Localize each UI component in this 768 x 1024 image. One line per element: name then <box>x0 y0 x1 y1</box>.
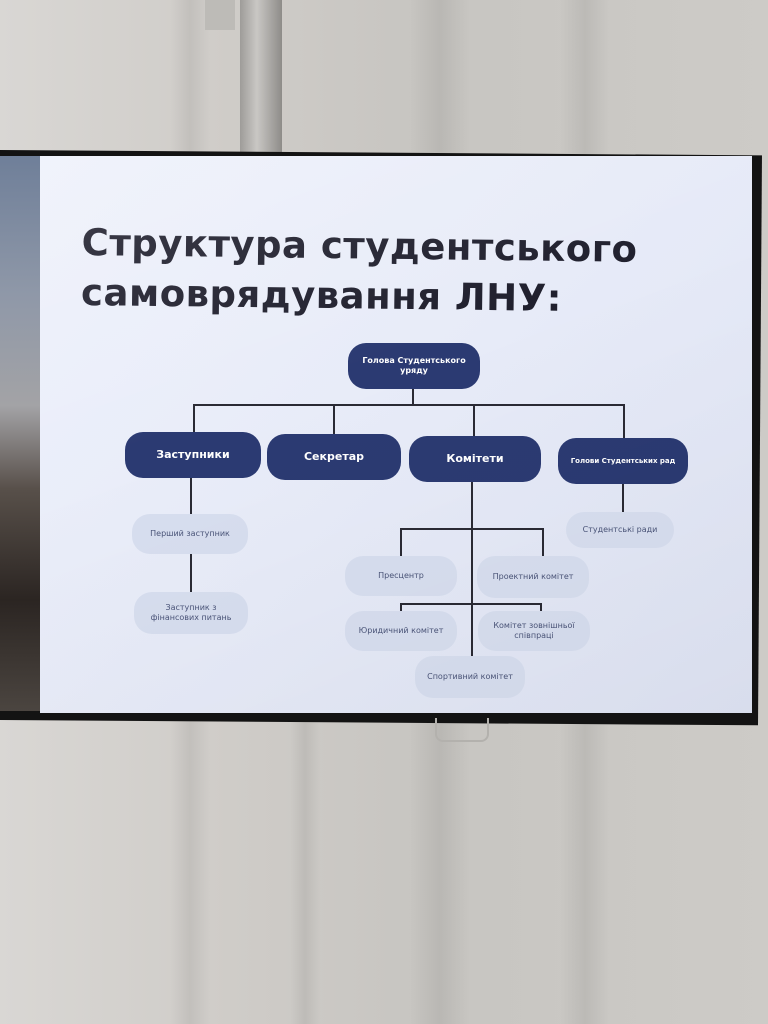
connector <box>623 404 625 438</box>
connector <box>473 404 475 436</box>
curtain-fold <box>290 720 320 1024</box>
connector <box>400 603 402 613</box>
tv-mount-pole <box>240 0 282 155</box>
reflected-room <box>0 156 42 711</box>
node-committees: Комітети <box>409 436 541 482</box>
node-legal-committee: Юридичний комітет <box>345 611 457 651</box>
connector <box>400 603 542 605</box>
node-press-center: Пресцентр <box>345 556 457 596</box>
connector <box>193 404 625 406</box>
connector <box>333 404 335 434</box>
node-council-heads: Голови Студентських рад <box>558 438 688 484</box>
connector <box>400 528 402 558</box>
node-deputies: Заступники <box>125 432 261 478</box>
node-secretary: Секретар <box>267 434 401 480</box>
title-line-1: Структура студентського <box>81 220 638 271</box>
connector <box>412 388 414 406</box>
connector <box>190 552 192 594</box>
node-head: Голова Студентського уряду <box>348 343 480 389</box>
node-sport-committee: Спортивний комітет <box>415 656 525 698</box>
node-finance-deputy: Заступник з фінансових питань <box>134 592 248 634</box>
node-student-councils: Студентські ради <box>566 512 674 548</box>
connector <box>540 603 542 613</box>
cable-loop <box>435 718 489 742</box>
connector <box>193 404 195 432</box>
connector <box>190 478 192 516</box>
connector <box>471 482 473 658</box>
presentation-slide: Структура студентського самоврядування Л… <box>40 156 752 713</box>
connector <box>622 484 624 514</box>
connector <box>400 528 544 530</box>
title-line-2: самоврядування ЛНУ: <box>80 270 563 320</box>
slide-title: Структура студентського самоврядування Л… <box>81 218 722 326</box>
node-first-deputy: Перший заступник <box>132 514 248 554</box>
node-foreign-committee: Комітет зовнішньої співпраці <box>478 611 590 651</box>
wall-bracket <box>205 0 235 30</box>
connector <box>542 528 544 558</box>
node-project-committee: Проектний комітет <box>477 556 589 598</box>
